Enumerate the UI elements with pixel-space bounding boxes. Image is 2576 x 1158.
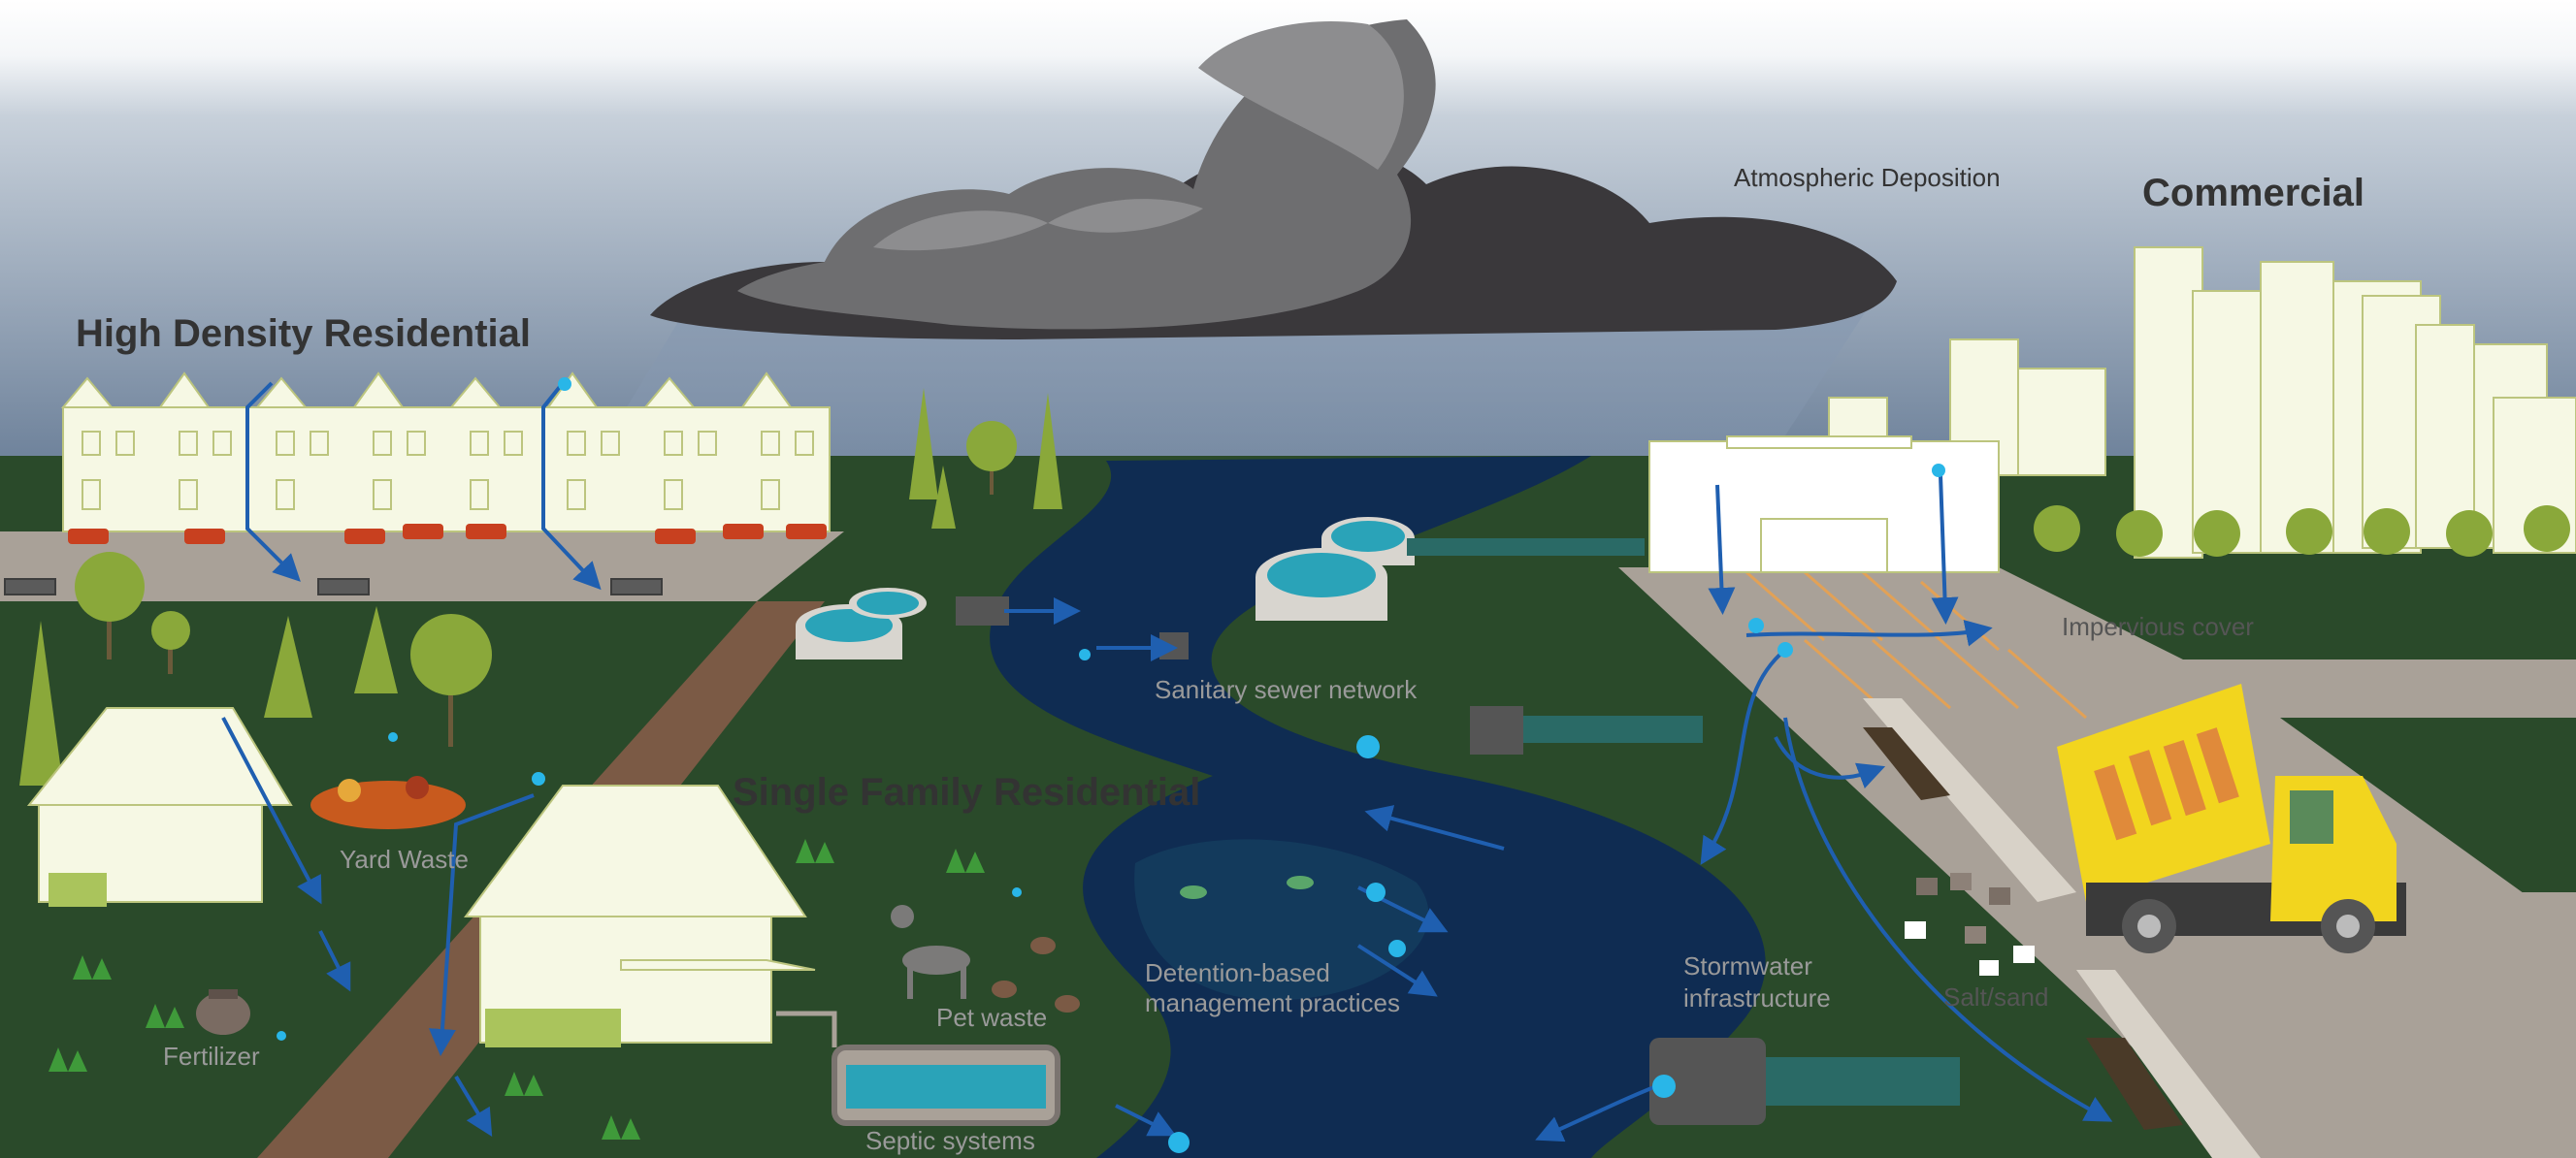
rain-shaft <box>592 301 1873 466</box>
label-stormwater-line1: Stormwater <box>1683 951 1812 981</box>
water-drops <box>277 377 1945 1153</box>
label-fertilizer: Fertilizer <box>163 1042 260 1071</box>
outfall-pipe-icon <box>956 538 1960 1125</box>
leaf-pile-icon <box>310 776 466 829</box>
label-salt-sand: Salt/sand <box>1943 982 2048 1012</box>
label-atmospheric-deposition: Atmospheric Deposition <box>1734 163 2001 192</box>
house-icon <box>26 707 293 907</box>
flow-arrows <box>221 474 2113 1142</box>
fertilizer-bag-icon <box>196 989 250 1035</box>
label-single-family-residential: Single Family Residential <box>733 771 1200 814</box>
lily-pads <box>1180 876 1314 899</box>
label-septic-systems: Septic systems <box>865 1126 1035 1155</box>
single-family-house-icon <box>464 785 816 1047</box>
curb-upper <box>1863 698 2076 902</box>
label-pet-waste: Pet waste <box>936 1003 1047 1032</box>
storm-drain-icon <box>4 578 663 595</box>
label-stormwater-line2: infrastructure <box>1683 983 1831 1013</box>
car-icon <box>68 524 827 544</box>
label-commercial: Commercial <box>2142 172 2364 214</box>
curb-grates <box>1863 727 2183 1130</box>
salt-sand-piles <box>1905 873 2035 976</box>
parking-stripes <box>1745 570 2087 720</box>
pet-waste-icons <box>992 937 1080 1013</box>
septic-tank-icon <box>776 1011 1060 1126</box>
commercial-building-icon <box>1648 435 2000 573</box>
curb-lower <box>2076 970 2261 1158</box>
label-detention-line2: management practices <box>1145 988 1400 1017</box>
rowhouse-windows <box>82 431 814 510</box>
cloud-icon <box>650 19 1897 339</box>
grass-tufts <box>49 839 985 1140</box>
tree-icon <box>19 388 1062 786</box>
label-high-density-residential: High Density Residential <box>76 312 531 355</box>
treatment-tank-icon <box>796 517 1415 659</box>
rowhouses-icon <box>60 371 831 532</box>
detention-pond <box>1134 839 1429 1001</box>
downspouts <box>245 381 602 591</box>
dump-truck-icon <box>2057 684 2406 953</box>
label-yard-waste: Yard Waste <box>340 845 469 874</box>
dog-icon <box>891 905 970 999</box>
label-sanitary-sewer-network: Sanitary sewer network <box>1155 675 1418 704</box>
label-detention-line1: Detention-based <box>1145 958 1330 987</box>
commercial-trees <box>2034 505 2570 557</box>
label-impervious-cover: Impervious cover <box>2062 612 2254 641</box>
